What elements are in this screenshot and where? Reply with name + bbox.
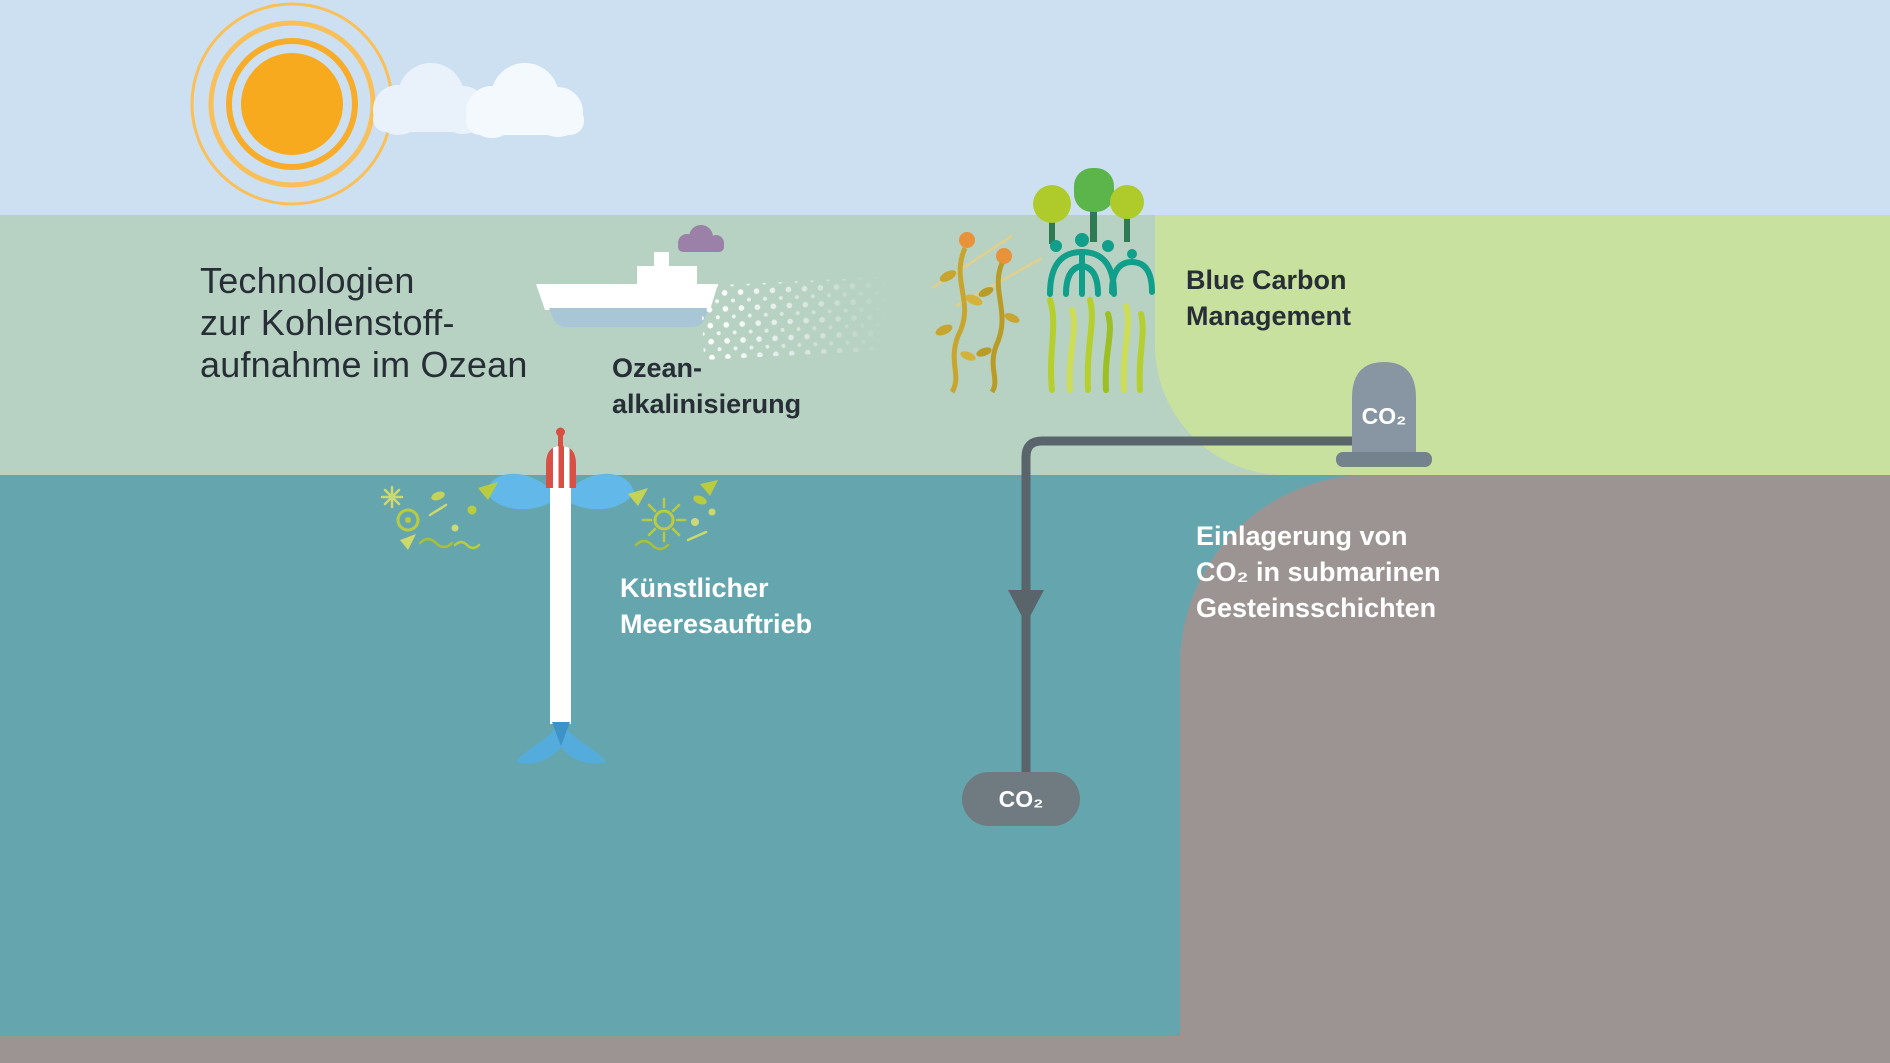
seaweed-icon [931,232,1043,394]
seabed-rock-region [1180,475,1890,1063]
title-line: Technologien [200,260,415,301]
tree-icons [1033,168,1144,244]
label-co2-einlagerung: Einlagerung von CO₂ in submarinen Gestei… [1196,518,1441,626]
co2-pipe-icon [1008,436,1390,772]
mangrove-leaves-icon [1050,233,1137,259]
co2-tank-icon: CO₂ [1336,362,1432,467]
plankton-left-icon [380,482,498,550]
label-line: Einlagerung von [1196,521,1408,551]
label-line: Gesteinsschichten [1196,593,1437,623]
label-blue-carbon-management: Blue Carbon Management [1186,262,1351,334]
mangrove-icon [1047,248,1155,297]
grass-icon [1047,297,1146,393]
page-title: Technologien zur Kohlenstoff- aufnahme i… [200,260,528,386]
label-line: alkalinisierung [612,389,802,419]
smoke-icon [678,225,724,252]
plankton-right-icon [628,480,718,551]
co2-tank-label: CO₂ [1362,403,1407,429]
label-ozean-alkalinisierung: Ozean- alkalinisierung [612,350,801,422]
label-line: Meeresauftrieb [620,609,813,639]
alkalinisation-spray-icon [700,275,899,361]
seabed-bottom-strip [0,1036,1890,1063]
label-meeresauftrieb: Künstlicher Meeresauftrieb [620,570,812,642]
ship-icon [536,225,724,327]
co2-deposit-label: CO₂ [999,786,1044,812]
label-line: Blue Carbon [1186,265,1347,295]
blue-carbon-plants-icon [931,168,1155,394]
title-line: zur Kohlenstoff- [200,302,455,343]
label-line: Künstlicher [620,573,769,603]
upwelling-device-icon [486,427,634,764]
sun-icon [190,2,394,206]
cloud-right-icon [466,63,584,138]
blue-carbon-field [1155,215,1890,475]
label-line: Ozean- [612,353,703,383]
co2-deposit-icon: CO₂ [962,772,1080,826]
title-line: aufnahme im Ozean [200,344,528,385]
label-line: Management [1186,301,1352,331]
label-line: CO₂ in submarinen [1196,557,1441,587]
